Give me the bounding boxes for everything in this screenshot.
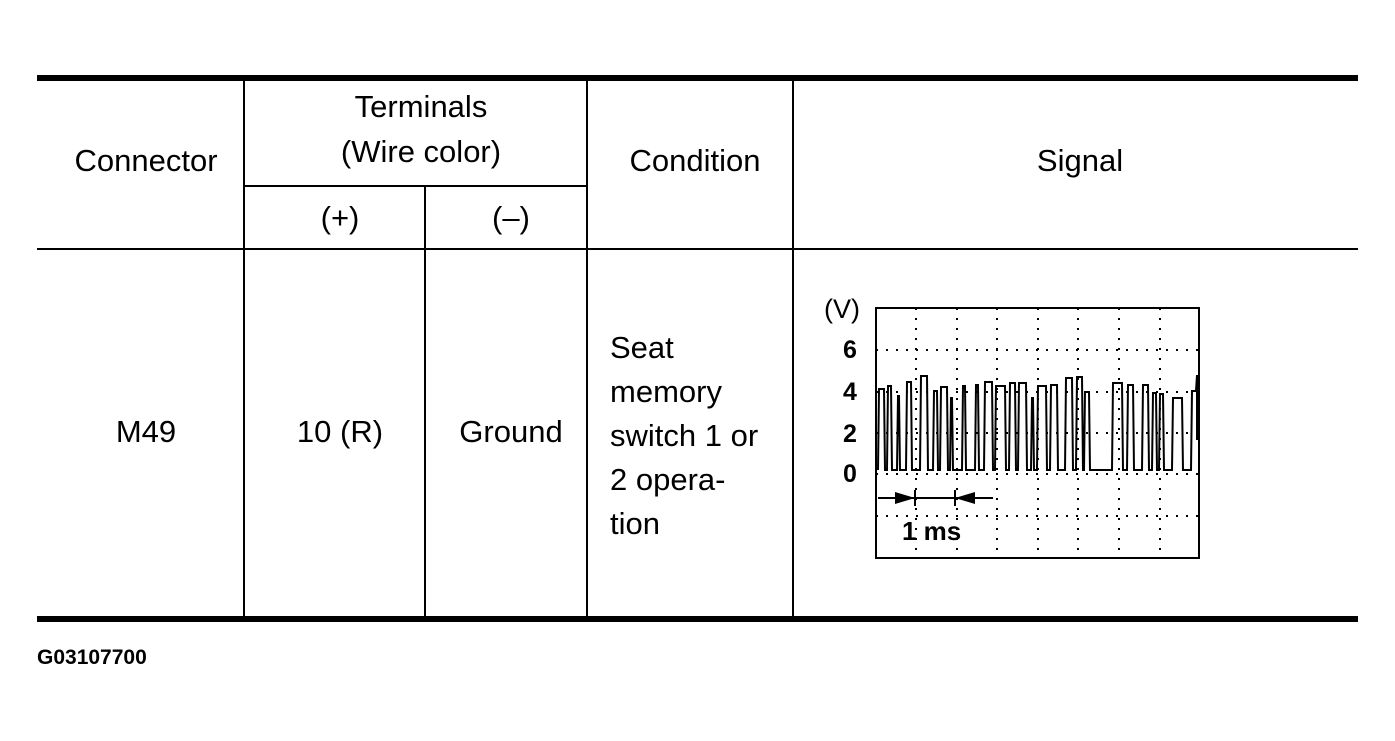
time-scale-label: 1 ms — [902, 516, 961, 546]
header-terminals: Terminals — [354, 89, 488, 124]
cell-connector: M49 — [115, 414, 177, 449]
header-connector: Connector — [74, 143, 218, 178]
y-tick-6: 6 — [843, 336, 857, 364]
time-scale-arrow — [878, 490, 993, 506]
cell-minus-terminal: Ground — [459, 414, 563, 449]
header-signal: Signal — [1036, 143, 1124, 178]
y-tick-0: 0 — [843, 460, 857, 488]
header-minus: (–) — [492, 200, 530, 235]
y-tick-2: 2 — [843, 420, 857, 448]
cell-condition: Seat memory switch 1 or 2 opera- tion — [610, 330, 759, 541]
signal-waveform — [877, 374, 1198, 471]
header-wire-color: (Wire color) — [340, 134, 502, 169]
header-plus: (+) — [320, 200, 360, 235]
scope-unit-label: (V) — [824, 294, 860, 324]
cell-plus-terminal: 10 (R) — [296, 414, 384, 449]
y-tick-4: 4 — [843, 378, 857, 406]
figure-id: G03107700 — [37, 646, 147, 669]
header-condition: Condition — [629, 143, 761, 178]
